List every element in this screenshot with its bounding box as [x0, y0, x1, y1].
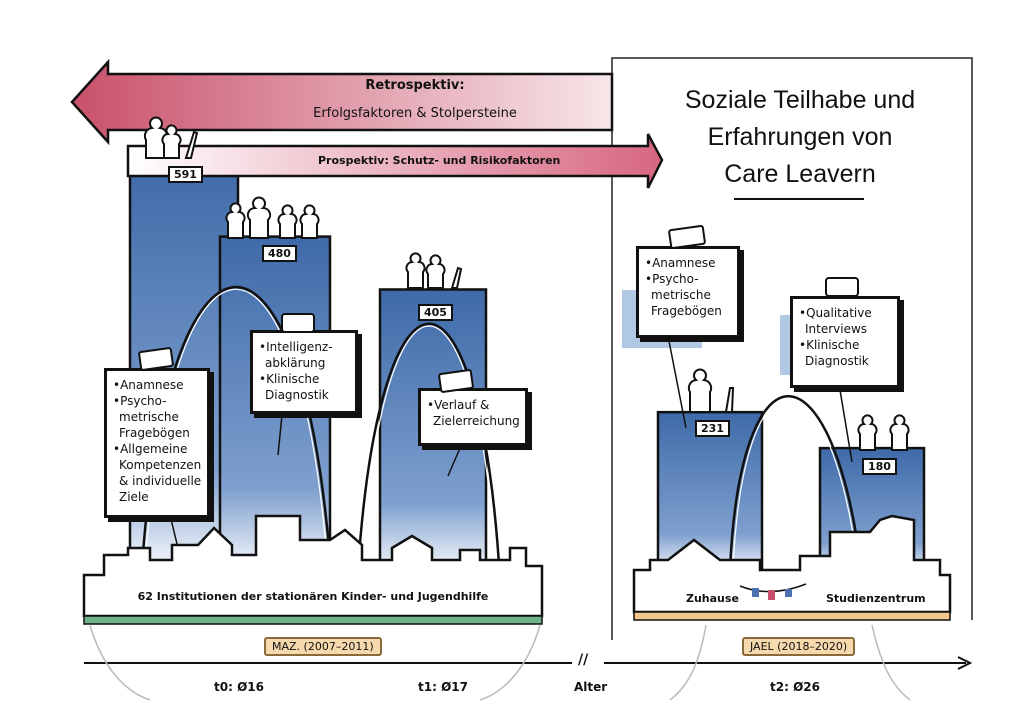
bar-count-label: 591: [168, 166, 203, 183]
card-line: Zielerreichung: [433, 414, 520, 428]
card-line: Fragebögen: [651, 304, 722, 318]
prospective-arrow: [126, 133, 664, 189]
retrospective-arrow: [70, 58, 614, 146]
method-card-4: •Anamnese •Psycho- metrische Fragebögen: [636, 246, 740, 338]
card-line: Diagnostik: [265, 388, 329, 402]
card-line: •Anamnese: [113, 378, 184, 392]
card-line: metrische: [119, 410, 179, 424]
town-right: [632, 514, 952, 614]
card-line: Diagnostik: [805, 354, 869, 368]
timepoint-t2: t2: Ø26: [770, 680, 820, 694]
title-underline: [734, 198, 864, 200]
title-line: Erfahrungen von: [707, 123, 893, 151]
card-line: •Psycho-: [645, 272, 699, 286]
timeline-arrowhead: [957, 656, 973, 670]
page-title: Soziale Teilhabe und Erfahrungen von Car…: [640, 82, 960, 193]
bar-count-label: 480: [262, 245, 297, 262]
method-card-2: •Intelligenz- abklärung •Klinische Diagn…: [250, 330, 358, 414]
method-card-3: •Verlauf & Zielerreichung: [418, 388, 528, 446]
card-line: •Klinische: [259, 372, 320, 386]
card-line: •Verlauf &: [427, 398, 490, 412]
card-line: •Allgemeine: [113, 442, 188, 456]
method-card-5: •Qualitative Interviews •Klinische Diagn…: [790, 296, 900, 388]
town-right-ground: [633, 611, 951, 621]
card-pointers: [169, 335, 853, 549]
timepoint-t0: t0: Ø16: [214, 680, 264, 694]
card-line: Interviews: [805, 322, 868, 336]
retrospective-title: Retrospektiv:: [365, 78, 465, 93]
card-line: metrische: [651, 288, 711, 302]
retrospective-subtitle: Erfolgsfaktoren & Stolpersteine: [313, 106, 517, 121]
title-line: Care Leavern: [724, 160, 876, 188]
timeline-break: //: [578, 652, 589, 668]
card-line: •Klinische: [799, 338, 860, 352]
timepoint-t1: t1: Ø17: [418, 680, 468, 694]
study-badge-maz: MAZ. (2007–2011): [264, 637, 382, 656]
card-line: •Anamnese: [645, 256, 716, 270]
institutions-label: 62 Institutionen der stationären Kinder-…: [137, 590, 489, 603]
study-badge-jael: JAEL (2018–2020): [742, 637, 856, 656]
town-left: [82, 514, 544, 618]
method-card-1: •Anamnese •Psycho- metrische Fragebögen …: [104, 368, 210, 518]
bar-count-label: 231: [695, 420, 730, 437]
bar-count-label: 405: [418, 304, 453, 321]
home-label: Zuhause: [686, 592, 739, 605]
card-line: Ziele: [119, 490, 149, 504]
title-line: Soziale Teilhabe und: [684, 86, 916, 114]
card-line: & individuelle: [119, 474, 202, 488]
card-line: Fragebögen: [119, 426, 190, 440]
prospective-label: Prospektiv: Schutz- und Risikofaktoren: [318, 154, 561, 167]
card-line: •Psycho-: [113, 394, 167, 408]
card-line: abklärung: [265, 356, 326, 370]
study-center-label: Studienzentrum: [826, 592, 926, 605]
bar-count-label: 180: [862, 458, 897, 475]
card-line: Kompetenzen: [119, 458, 202, 472]
people-icons: [143, 116, 910, 451]
sample-bar: [656, 410, 764, 577]
town-left-ground: [83, 615, 543, 625]
card-line: •Intelligenz-: [259, 340, 333, 354]
right-panel-frame: [611, 57, 973, 640]
card-line: •Qualitative: [799, 306, 872, 320]
age-label: Alter: [574, 680, 608, 694]
laundry-items: [752, 588, 792, 600]
timeline-drops: [89, 624, 911, 701]
